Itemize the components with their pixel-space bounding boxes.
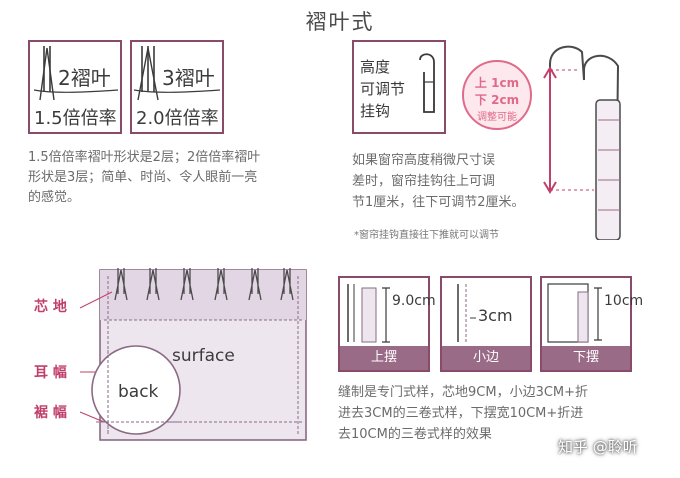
hook-box-line-2: 可调节 [360,80,406,98]
hem-side-illustration [457,284,476,342]
curtain-illustration [79,268,307,441]
pleat-description: 1.5倍倍率褶叶形状是2层；2倍倍率褶叶 形状是3层；简单、时尚、令人眼前一亮 … [28,148,328,208]
hook-description: 如果窗帘高度稍微尺寸误 差时，窗帘挂钩往上可调 节1厘米，往下可调节2厘米。 [352,150,562,213]
hook-desc-line-3: 节1厘米，往下可调节2厘米。 [352,195,525,210]
pleat-box-3: 3褶叶 2.0倍倍率 [130,40,224,134]
pleat-2-rate-label: 1.5倍倍率 [34,108,117,129]
hook-large-illustration [543,45,621,240]
core-label: 芯 地 [34,299,67,315]
adjust-up-label: 上 1cm [474,76,520,90]
hook-desc-line-2: 差时，窗帘挂钩往上可调 [352,174,496,189]
hook-small-icon [419,53,435,113]
hem-box-top: 9.0cm 上摆 [338,276,436,372]
hem-desc-line-3: 去10CM的三卷式样的效果 [338,427,492,442]
hook-box-line-3: 挂钩 [360,102,391,120]
watermark: 知乎 @聆听 [558,438,638,456]
hook-note: *窗帘挂钩直接往下推就可以调节 [354,230,499,241]
hook-box: 高度 可调节 挂钩 [352,40,446,134]
adjust-possible-label: 调整可能 [477,112,517,123]
hem-bottom-illustration [547,283,602,343]
pleat-2-illustration [33,46,119,101]
hem-bottom-name: 下摆 [542,346,630,370]
pleat-3-rate-label: 2.0倍倍率 [136,108,219,129]
pleat-desc-line-3: 的感觉。 [28,190,81,205]
hem-top-name: 上摆 [340,346,428,370]
adjust-badge: 上 1cm 下 2cm 调整可能 [462,60,532,130]
hem-side-measure: 3cm [478,306,513,325]
hook-box-text: 高度 可调节 挂钩 [360,56,405,122]
hem-side-name: 小边 [442,346,530,370]
hem-bottom-measure: 10cm [604,293,644,309]
hook-box-line-1: 高度 [360,58,391,76]
pleat-box-2: 2褶叶 1.5倍倍率 [28,40,122,134]
pleat-3-count-label: 3褶叶 [162,66,215,90]
hook-desc-line-1: 如果窗帘高度稍微尺寸误 [352,153,496,168]
pleat-2-count-label: 2褶叶 [58,66,111,90]
adjust-down-label: 下 2cm [474,93,520,107]
surface-label: surface [172,346,235,366]
pleat-3-illustration [133,46,221,101]
hem-box-bottom: 10cm 下摆 [540,276,644,372]
hem-top-measure: 9.0cm [392,293,436,309]
back-label: back [118,382,159,402]
ear-width-label: 耳 幅 [34,365,67,381]
hem-desc-line-1: 缝制是专门式样，芯地9CM，小边3CM+折 [338,385,589,400]
hem-desc-line-2: 进去3CM的三卷式样，下摆宽10CM+折进 [338,406,584,421]
hem-width-label: 裾 幅 [34,405,67,421]
hem-top-illustration [347,284,390,343]
hem-description: 缝制是专门式样，芯地9CM，小边3CM+折 进去3CM的三卷式样，下摆宽10CM… [338,382,638,445]
hem-box-side: 3cm 小边 [440,276,532,372]
curtain-diagram: 芯 地 耳 幅 裾 幅 surface back [0,250,330,470]
page-title: 褶叶式 [305,10,375,34]
pleat-desc-line-2: 形状是3层；简单、时尚、令人眼前一亮 [28,170,258,185]
pleat-desc-line-1: 1.5倍倍率褶叶形状是2层；2倍倍率褶叶 [28,150,261,165]
